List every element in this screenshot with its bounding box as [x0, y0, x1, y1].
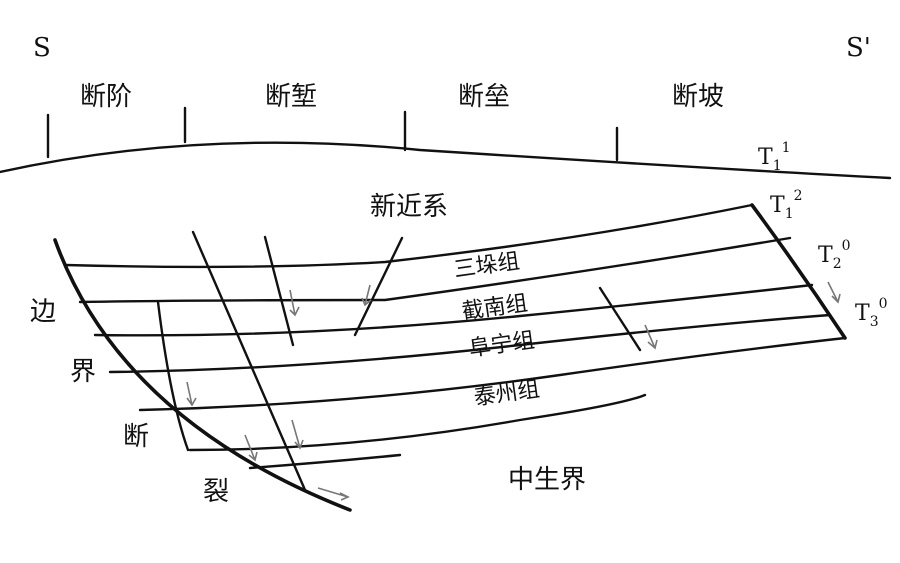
horizon-line-lower: [248, 453, 402, 470]
step-fault-line: [156, 300, 190, 452]
horizon-line-funing: [108, 313, 832, 374]
horizon-label-t1-2: T12: [770, 188, 803, 222]
unit-label-taizhou: 泰州组: [472, 377, 541, 411]
right-margin-fault-line: [750, 203, 847, 340]
boundary-fault-label-char: 界: [70, 357, 96, 387]
horizon-line-mesozoic-top: [188, 393, 647, 452]
zone-label-fault-step: 断阶: [80, 82, 132, 112]
slope-fault-line: [598, 286, 642, 352]
boundary-fault-line: [53, 238, 352, 512]
graben-fault-line: [353, 236, 404, 337]
horizon-line-dainan: [93, 283, 814, 337]
unit-label-dainan: 截南组: [460, 291, 529, 325]
horizon-label-t2-0: T20: [818, 238, 851, 272]
displacement-arrow-icon: [291, 419, 304, 450]
displacement-arrow-icon: [644, 324, 658, 350]
zone-label-horst: 断垒: [458, 82, 510, 112]
horizon-line-taizhou: [138, 336, 847, 412]
unit-label-neogene: 新近系: [370, 192, 448, 222]
section-start-label: S: [33, 33, 51, 63]
horizon-line-t1-2: [63, 203, 754, 269]
horizon-line-sanduo: [78, 236, 792, 304]
zone-label-graben: 断堑: [265, 82, 317, 112]
displacement-arrow-icon: [244, 434, 258, 462]
horizon-label-t3-0: T30: [855, 296, 888, 330]
step-fault-line: [191, 230, 307, 492]
boundary-fault-label-char: 边: [30, 297, 56, 327]
section-end-label: S': [846, 33, 871, 63]
graben-fault-line: [263, 235, 295, 347]
zone-label-fault-slope: 断坡: [672, 82, 724, 112]
ground-surface-line: [0, 141, 892, 180]
displacement-arrow-icon: [289, 289, 300, 317]
displacement-arrow-icon: [317, 487, 350, 501]
unit-label-mesozoic: 中生界: [508, 465, 586, 495]
displacement-arrow-icon: [361, 284, 372, 307]
unit-label-sanduo: 三垛组: [452, 249, 521, 283]
boundary-fault-label-char: 裂: [203, 477, 229, 507]
displacement-arrow-icon: [827, 281, 841, 304]
horizon-label-t1-1: T11: [758, 140, 791, 174]
unit-label-funing: 阜宁组: [467, 328, 536, 362]
boundary-fault-label-char: 断: [123, 422, 149, 452]
displacement-arrow-icon: [186, 381, 197, 407]
